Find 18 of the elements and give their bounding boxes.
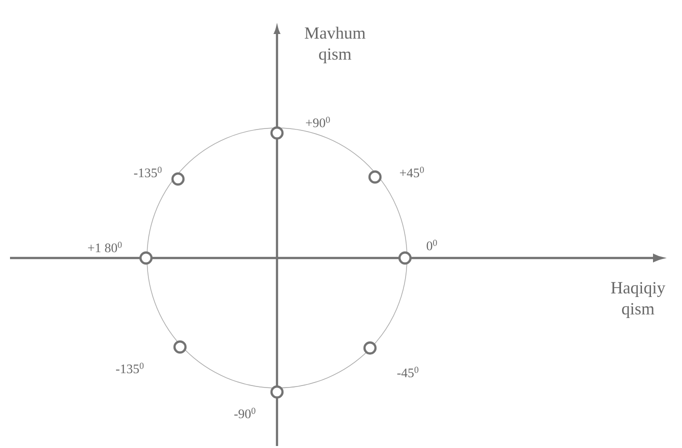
- angle-label: +1 80$^{0}$: [88, 242, 122, 252]
- point-marker: [270, 126, 284, 140]
- angle-label: -45$^{0}$: [397, 366, 418, 378]
- angle-label: -135$^{0}$: [134, 166, 162, 178]
- angle-label: +90$^{0}$: [306, 116, 330, 128]
- axis-label: Haqiqiy qism: [611, 282, 666, 318]
- point-marker: [171, 172, 185, 186]
- angle-label: -90$^{0}$: [234, 408, 256, 418]
- point-marker: [363, 341, 377, 355]
- angle-label: +45$^{0}$: [400, 166, 424, 178]
- angle-label: -135$^{0}$: [116, 362, 144, 374]
- axis-label: Mavhum qism: [304, 26, 366, 64]
- point-marker: [368, 170, 382, 184]
- point-marker: [270, 385, 284, 399]
- point-marker: [398, 251, 412, 265]
- angle-label: 0$^{0}$: [426, 240, 437, 250]
- point-marker: [139, 251, 153, 265]
- point-marker: [173, 340, 187, 354]
